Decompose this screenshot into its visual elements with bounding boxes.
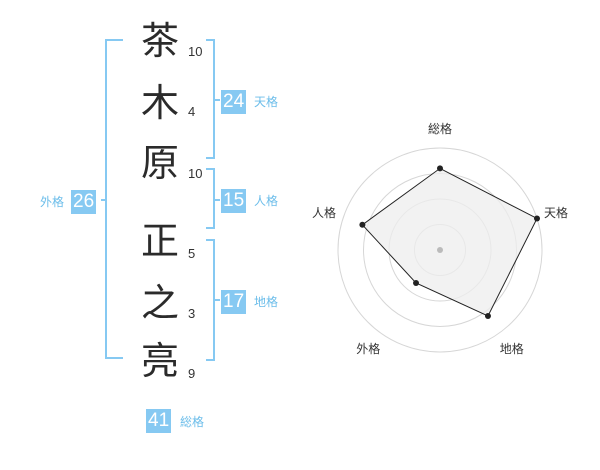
chikaku-bracket — [206, 239, 220, 361]
name-char-1: 茶 — [140, 19, 179, 63]
stroke-count-5: 3 — [188, 306, 196, 321]
jinkaku-value: 15 — [221, 189, 247, 213]
gaikaku-bracket — [101, 39, 123, 359]
chikaku-value: 17 — [221, 290, 247, 314]
chikaku-label: 地格 — [254, 295, 279, 309]
jinkaku-bracket — [206, 168, 220, 229]
stroke-count-4: 5 — [188, 246, 196, 261]
tenkaku-bracket — [206, 39, 220, 159]
stroke-count-2: 4 — [188, 104, 196, 119]
soukaku-label: 総格 — [180, 415, 205, 429]
tenkaku-value: 24 — [221, 90, 247, 114]
stroke-count-3: 10 — [188, 166, 203, 181]
gaikaku-value: 26 — [71, 190, 97, 214]
radar-axis-label-2: 天格 — [544, 205, 569, 220]
radar-point-2 — [534, 215, 541, 222]
radar-point-4 — [413, 280, 420, 287]
name-char-3: 原 — [140, 141, 179, 185]
radar-axis-label-1: 総格 — [428, 121, 453, 136]
radar-axis-label-3: 地格 — [499, 342, 524, 357]
stroke-count-6: 9 — [188, 366, 196, 381]
tenkaku-label: 天格 — [254, 95, 279, 109]
radar-point-3 — [484, 313, 491, 320]
gaikaku-label: 外格 — [40, 195, 65, 209]
name-char-4: 正 — [140, 219, 179, 263]
soukaku-value: 41 — [146, 409, 172, 433]
name-char-5: 之 — [140, 281, 179, 325]
radar-point-1 — [437, 165, 443, 172]
stroke-count-1: 10 — [188, 44, 203, 59]
radar-axis-label-4: 外格 — [356, 342, 381, 357]
radar-center-dot — [437, 247, 443, 253]
radar-axis-label-5: 人格 — [311, 205, 336, 220]
name-char-6: 亮 — [140, 339, 179, 383]
radar-point-5 — [359, 221, 366, 228]
jinkaku-label: 人格 — [254, 194, 279, 208]
radar-grid-ring — [337, 147, 543, 353]
name-char-2: 木 — [140, 81, 179, 125]
radar-score-polygon — [361, 167, 538, 317]
